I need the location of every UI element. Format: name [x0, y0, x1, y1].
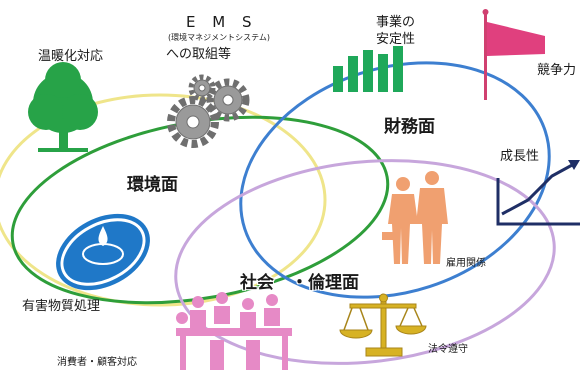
- employment-label: 雇用関係: [446, 258, 486, 269]
- environment-label: 環境面: [127, 175, 178, 195]
- yellow-ring: [0, 93, 327, 307]
- scales-icon: [339, 293, 427, 357]
- social-ethics-label: 社会 ・倫理面: [240, 273, 359, 293]
- ems-title: E M S: [186, 13, 258, 31]
- growth-arrow-icon: [496, 160, 580, 226]
- global-warming-label: 温暖化対応: [38, 49, 104, 64]
- consumer-label: 消費者・顧客対応: [57, 357, 137, 368]
- competitiveness-label: 競争力: [537, 63, 577, 78]
- ems-subtitle: (環境マネジメントシステム): [168, 33, 271, 42]
- water-drop-icon: [56, 213, 150, 291]
- business-stability-label-2: 安定性: [376, 32, 416, 47]
- gears-icon: [167, 74, 250, 148]
- flag-icon: [482, 9, 545, 100]
- business-people-icon: [382, 171, 448, 264]
- bar-chart-icon: [333, 46, 403, 92]
- ems-effort-label: への取組等: [166, 47, 232, 62]
- tree-icon: [28, 62, 98, 152]
- compliance-label: 法令遵守: [428, 344, 468, 355]
- growth-label: 成長性: [500, 149, 540, 164]
- business-stability-label-1: 事業の: [376, 15, 416, 30]
- finance-ring: [239, 61, 551, 299]
- meeting-icon: [176, 292, 292, 370]
- hazardous-label: 有害物質処理: [22, 299, 101, 314]
- finance-label: 財務面: [384, 117, 435, 137]
- social-ring: [174, 159, 556, 365]
